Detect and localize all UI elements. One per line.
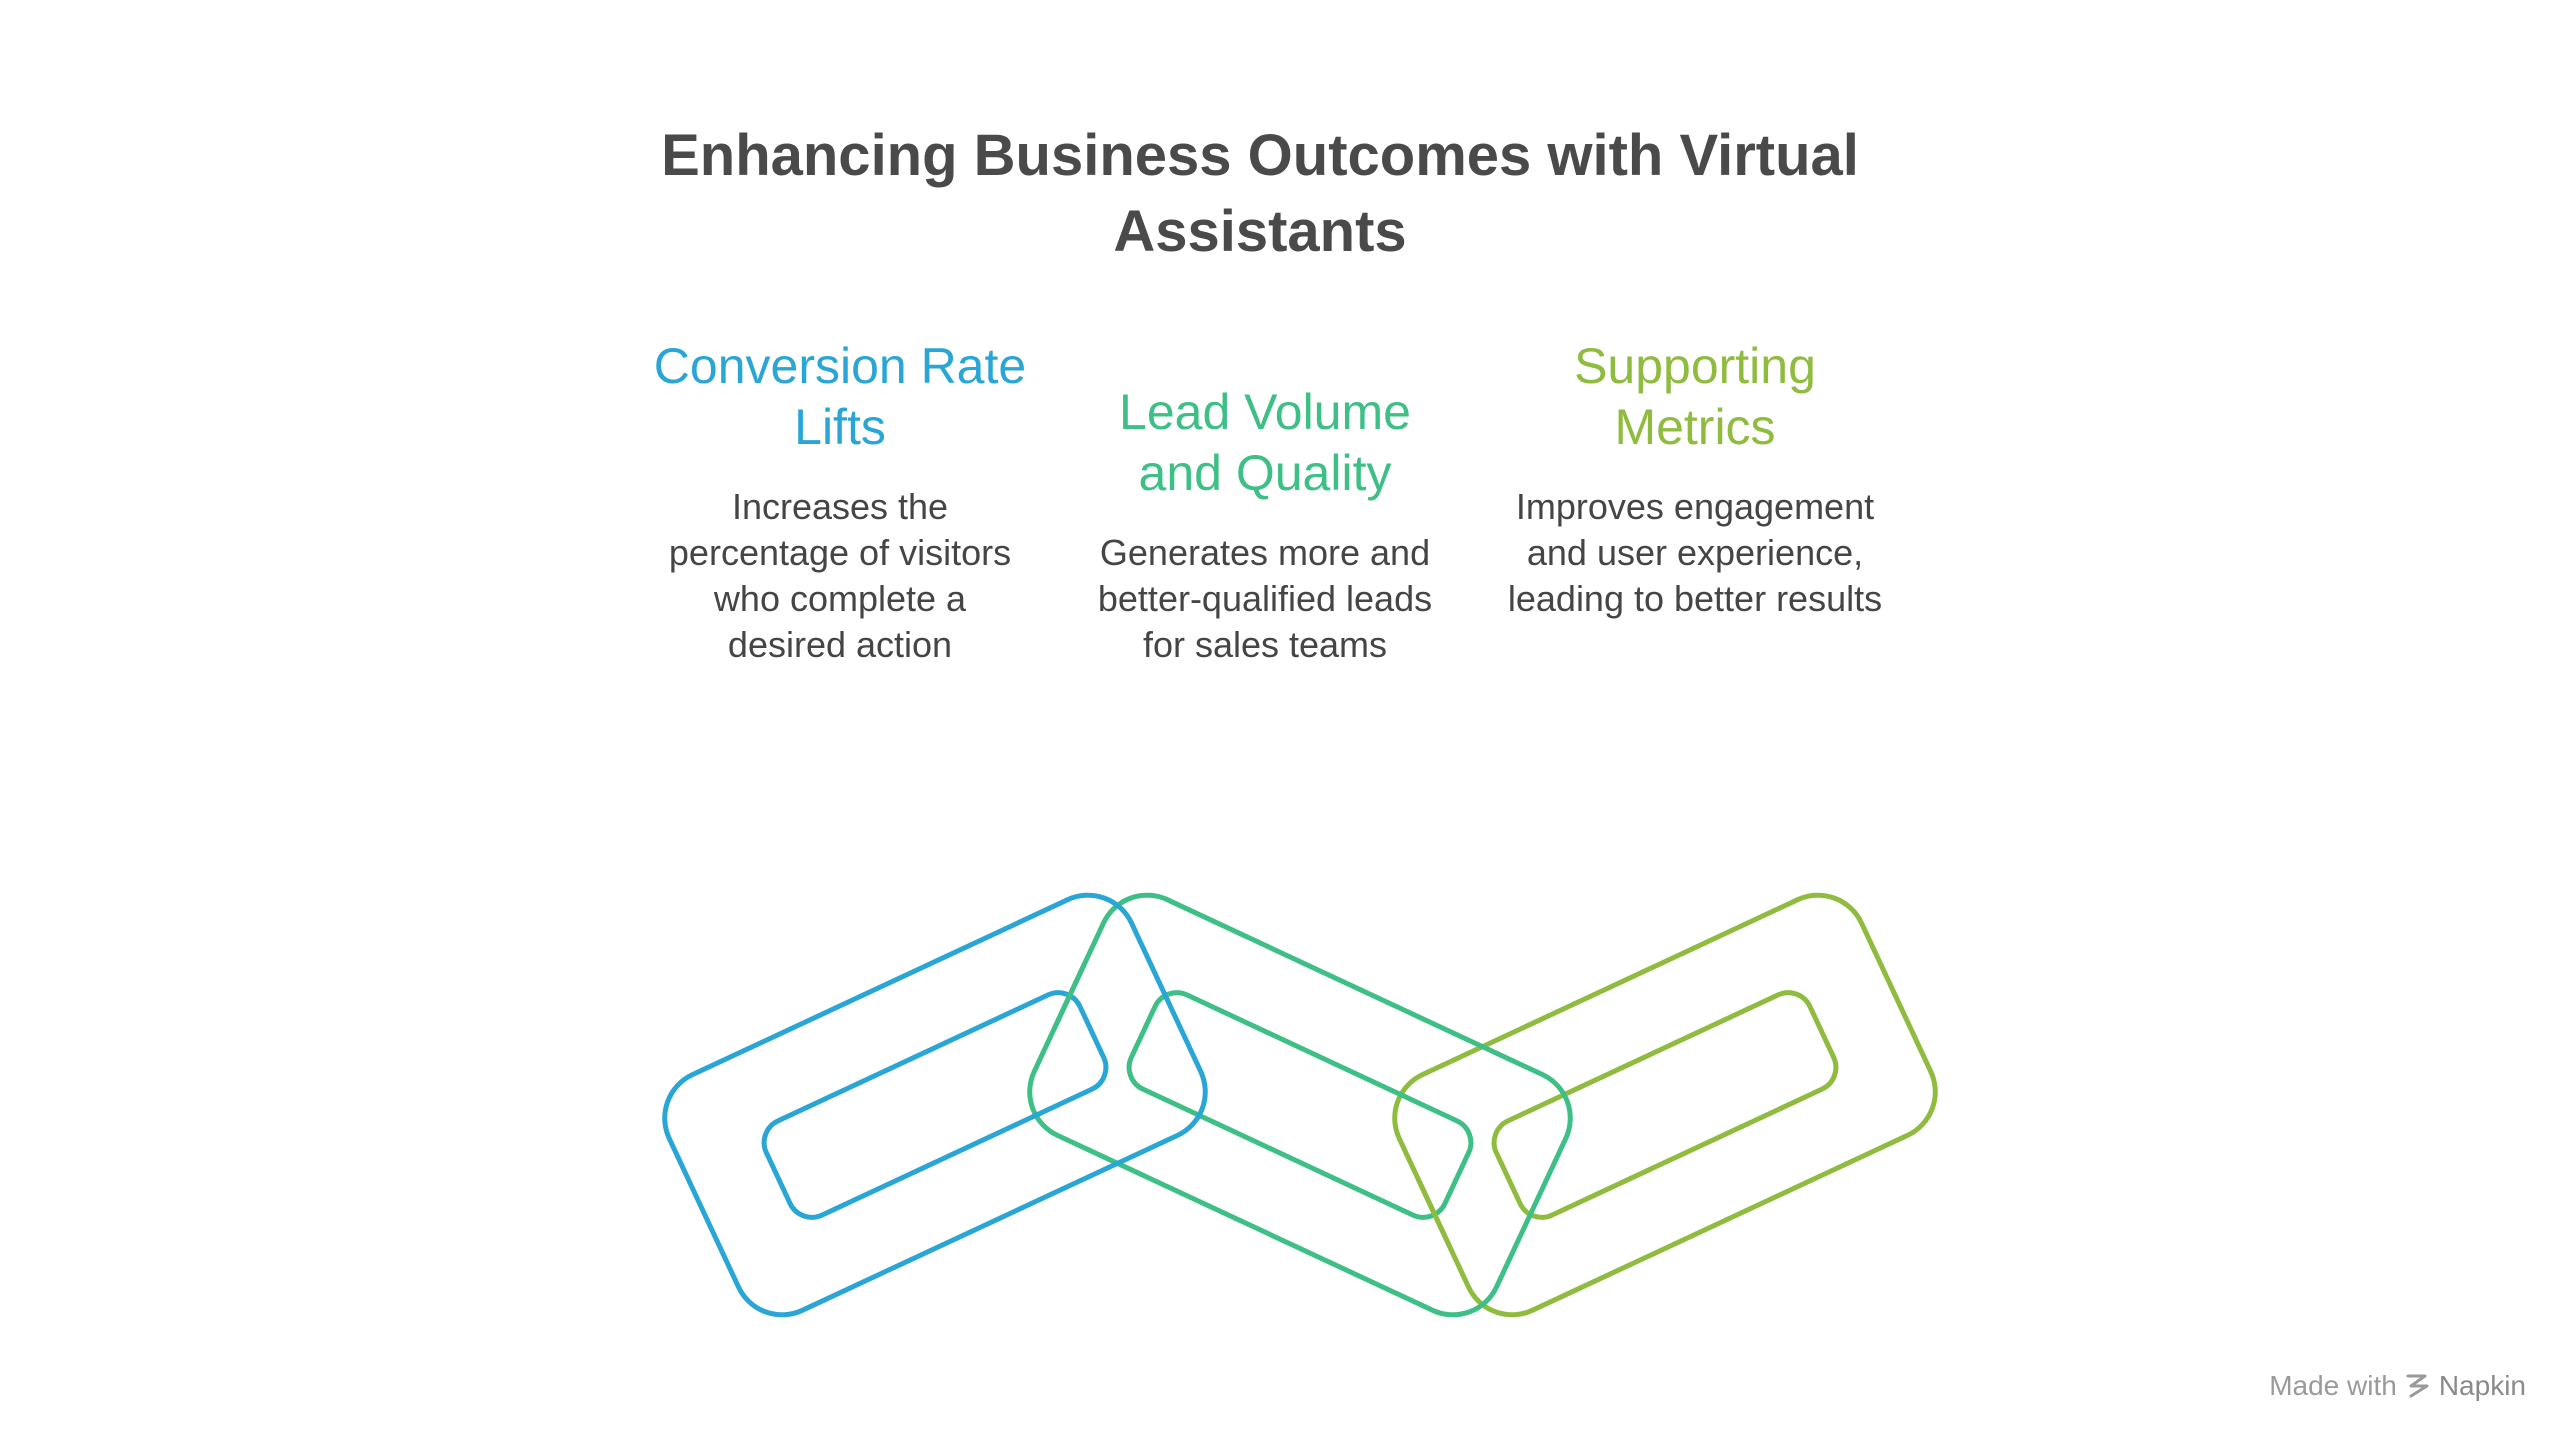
napkin-logo-icon bbox=[2406, 1374, 2429, 1398]
item-description: Generates more and better-qualified lead… bbox=[1097, 532, 1433, 665]
made-with-napkin-watermark[interactable]: Made with Napkin bbox=[2269, 1370, 2526, 1402]
diagram-title: Enhancing Business Outcomes with Virtual… bbox=[661, 123, 1859, 264]
item-heading: Lead Volume and Quality bbox=[1119, 384, 1411, 501]
item-supporting-metrics: Supporting Metrics Improves engagement a… bbox=[1505, 336, 1885, 619]
chain-link-blue bbox=[662, 892, 1208, 1318]
chain-link-green bbox=[1392, 892, 1938, 1318]
item-description: Increases the percentage of visitors who… bbox=[668, 486, 1012, 665]
chain-link-green-overlap bbox=[1416, 1178, 1452, 1247]
watermark-prefix: Made with bbox=[2269, 1370, 2397, 1401]
item-lead-volume-and-quality: Lead Volume and Quality Generates more a… bbox=[1075, 382, 1455, 665]
chain-link-teal bbox=[1027, 892, 1573, 1318]
chain-link-teal-overlap bbox=[1051, 963, 1087, 1032]
item-description: Improves engagement and user experience,… bbox=[1507, 486, 1883, 619]
item-heading: Conversion Rate Lifts bbox=[653, 338, 1027, 455]
item-conversion-rate-lifts: Conversion Rate Lifts Increases the perc… bbox=[650, 336, 1030, 665]
watermark-brand: Napkin bbox=[2438, 1370, 2526, 1401]
item-heading: Supporting Metrics bbox=[1574, 338, 1816, 455]
